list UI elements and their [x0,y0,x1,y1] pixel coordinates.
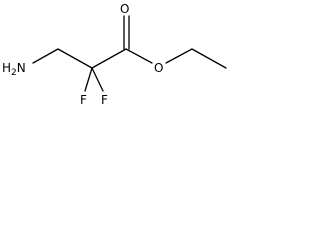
bond-ester-o-ch2 [165,48,193,64]
bond-cf2-f-left [84,67,93,92]
chemical-structure-diagram: H2N F F O O [2,2,227,107]
bond-cf2-f-right [91,67,104,92]
fluorine-right-label: F [101,93,108,107]
amine-label: H2N [2,61,26,78]
carbonyl-oxygen-label: O [120,2,129,16]
fluorine-left-label: F [80,93,87,107]
ester-oxygen-label: O [154,61,163,75]
bond-n-ch2 [32,48,59,64]
bond-carbonyl-ester-o [125,48,153,64]
bond-cf2-carbonyl [91,48,127,69]
bond-ch2-ch3 [191,48,227,69]
bond-ch2-cf2 [57,48,93,69]
